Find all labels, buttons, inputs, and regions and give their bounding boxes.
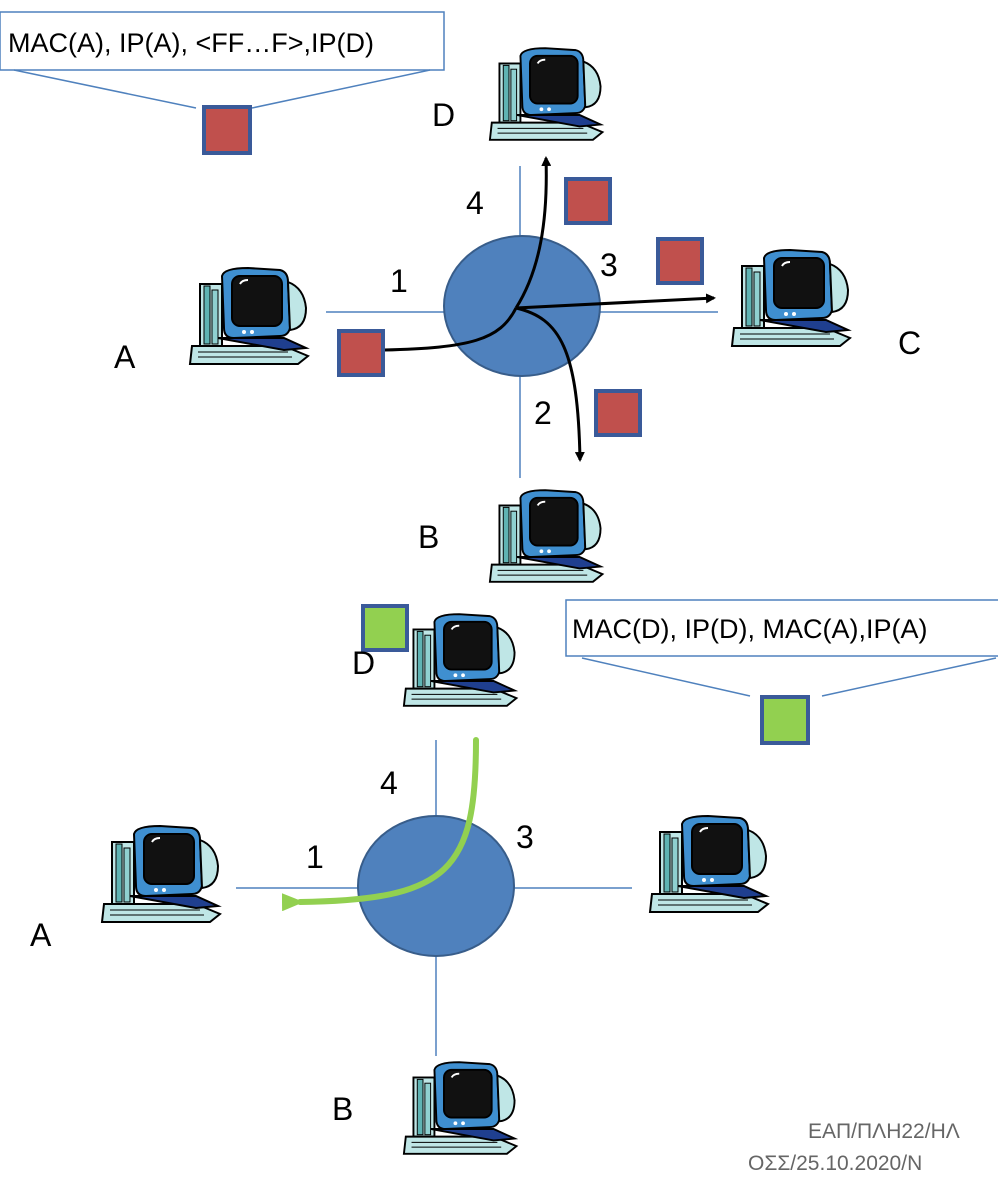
top-diagram: MAC(A), IP(A), <FF…F>,IP(D) 1 4 3 2 D A [0, 11, 921, 583]
bottom-frame-packet [760, 695, 810, 745]
arrow-to-d [514, 156, 552, 309]
bottom-computer-icon-b [402, 1061, 518, 1155]
host-label-c: C [898, 325, 921, 361]
packet-port-4 [564, 177, 612, 225]
footer-line-1: ΕΑΠ/ΠΛΗ22/ΗΛ [808, 1120, 960, 1143]
bottom-port-label-1: 1 [306, 839, 324, 875]
bottom-port-label-4: 4 [380, 765, 398, 801]
computer-icon-d [488, 47, 604, 141]
footer-line-2: ΟΣΣ/25.10.2020/Ν [748, 1152, 922, 1175]
computer-icon-b [488, 489, 604, 583]
top-callout-right [251, 69, 431, 109]
port-label-1: 1 [390, 263, 408, 299]
packet-port-3 [656, 237, 704, 285]
bottom-host-label-a: A [30, 917, 52, 953]
arrow-to-b [515, 306, 585, 462]
bottom-host-label-b: B [332, 1091, 353, 1127]
reply-arrow [281, 737, 479, 912]
computer-icon-c [730, 248, 852, 348]
bottom-computer-icon-c [648, 814, 770, 914]
reply-packet [361, 604, 409, 652]
bottom-frame-box [565, 599, 998, 657]
bottom-frame-text: MAC(D), IP(D), MAC(A),IP(A) [572, 614, 927, 644]
port-label-2: 2 [534, 395, 552, 431]
arrow-to-c [515, 293, 716, 310]
top-frame-text: MAC(A), IP(A), <FF…F>,IP(D) [8, 28, 374, 58]
host-label-b: B [418, 519, 439, 555]
bottom-callout-left [581, 657, 751, 697]
bottom-switch [357, 815, 515, 957]
port-label-3: 3 [600, 247, 618, 283]
packet-port-1 [337, 329, 385, 377]
top-callout-left [13, 69, 197, 109]
computer-icon-a [188, 266, 310, 366]
top-frame-packet [202, 105, 252, 155]
bottom-computer-icon-a [100, 824, 222, 924]
port-label-4: 4 [466, 185, 484, 221]
host-label-a: A [114, 339, 136, 375]
bottom-callout-right [821, 657, 997, 697]
packet-port-2 [594, 389, 642, 437]
host-label-d: D [432, 97, 455, 133]
bottom-computer-icon-d [402, 613, 518, 707]
bottom-port-label-3: 3 [516, 819, 534, 855]
bottom-diagram: MAC(D), IP(D), MAC(A),IP(A) 4 1 3 D A B [30, 599, 998, 1155]
top-frame-box [0, 11, 445, 71]
arrow-from-a [383, 307, 518, 352]
bottom-host-label-d: D [352, 645, 375, 681]
